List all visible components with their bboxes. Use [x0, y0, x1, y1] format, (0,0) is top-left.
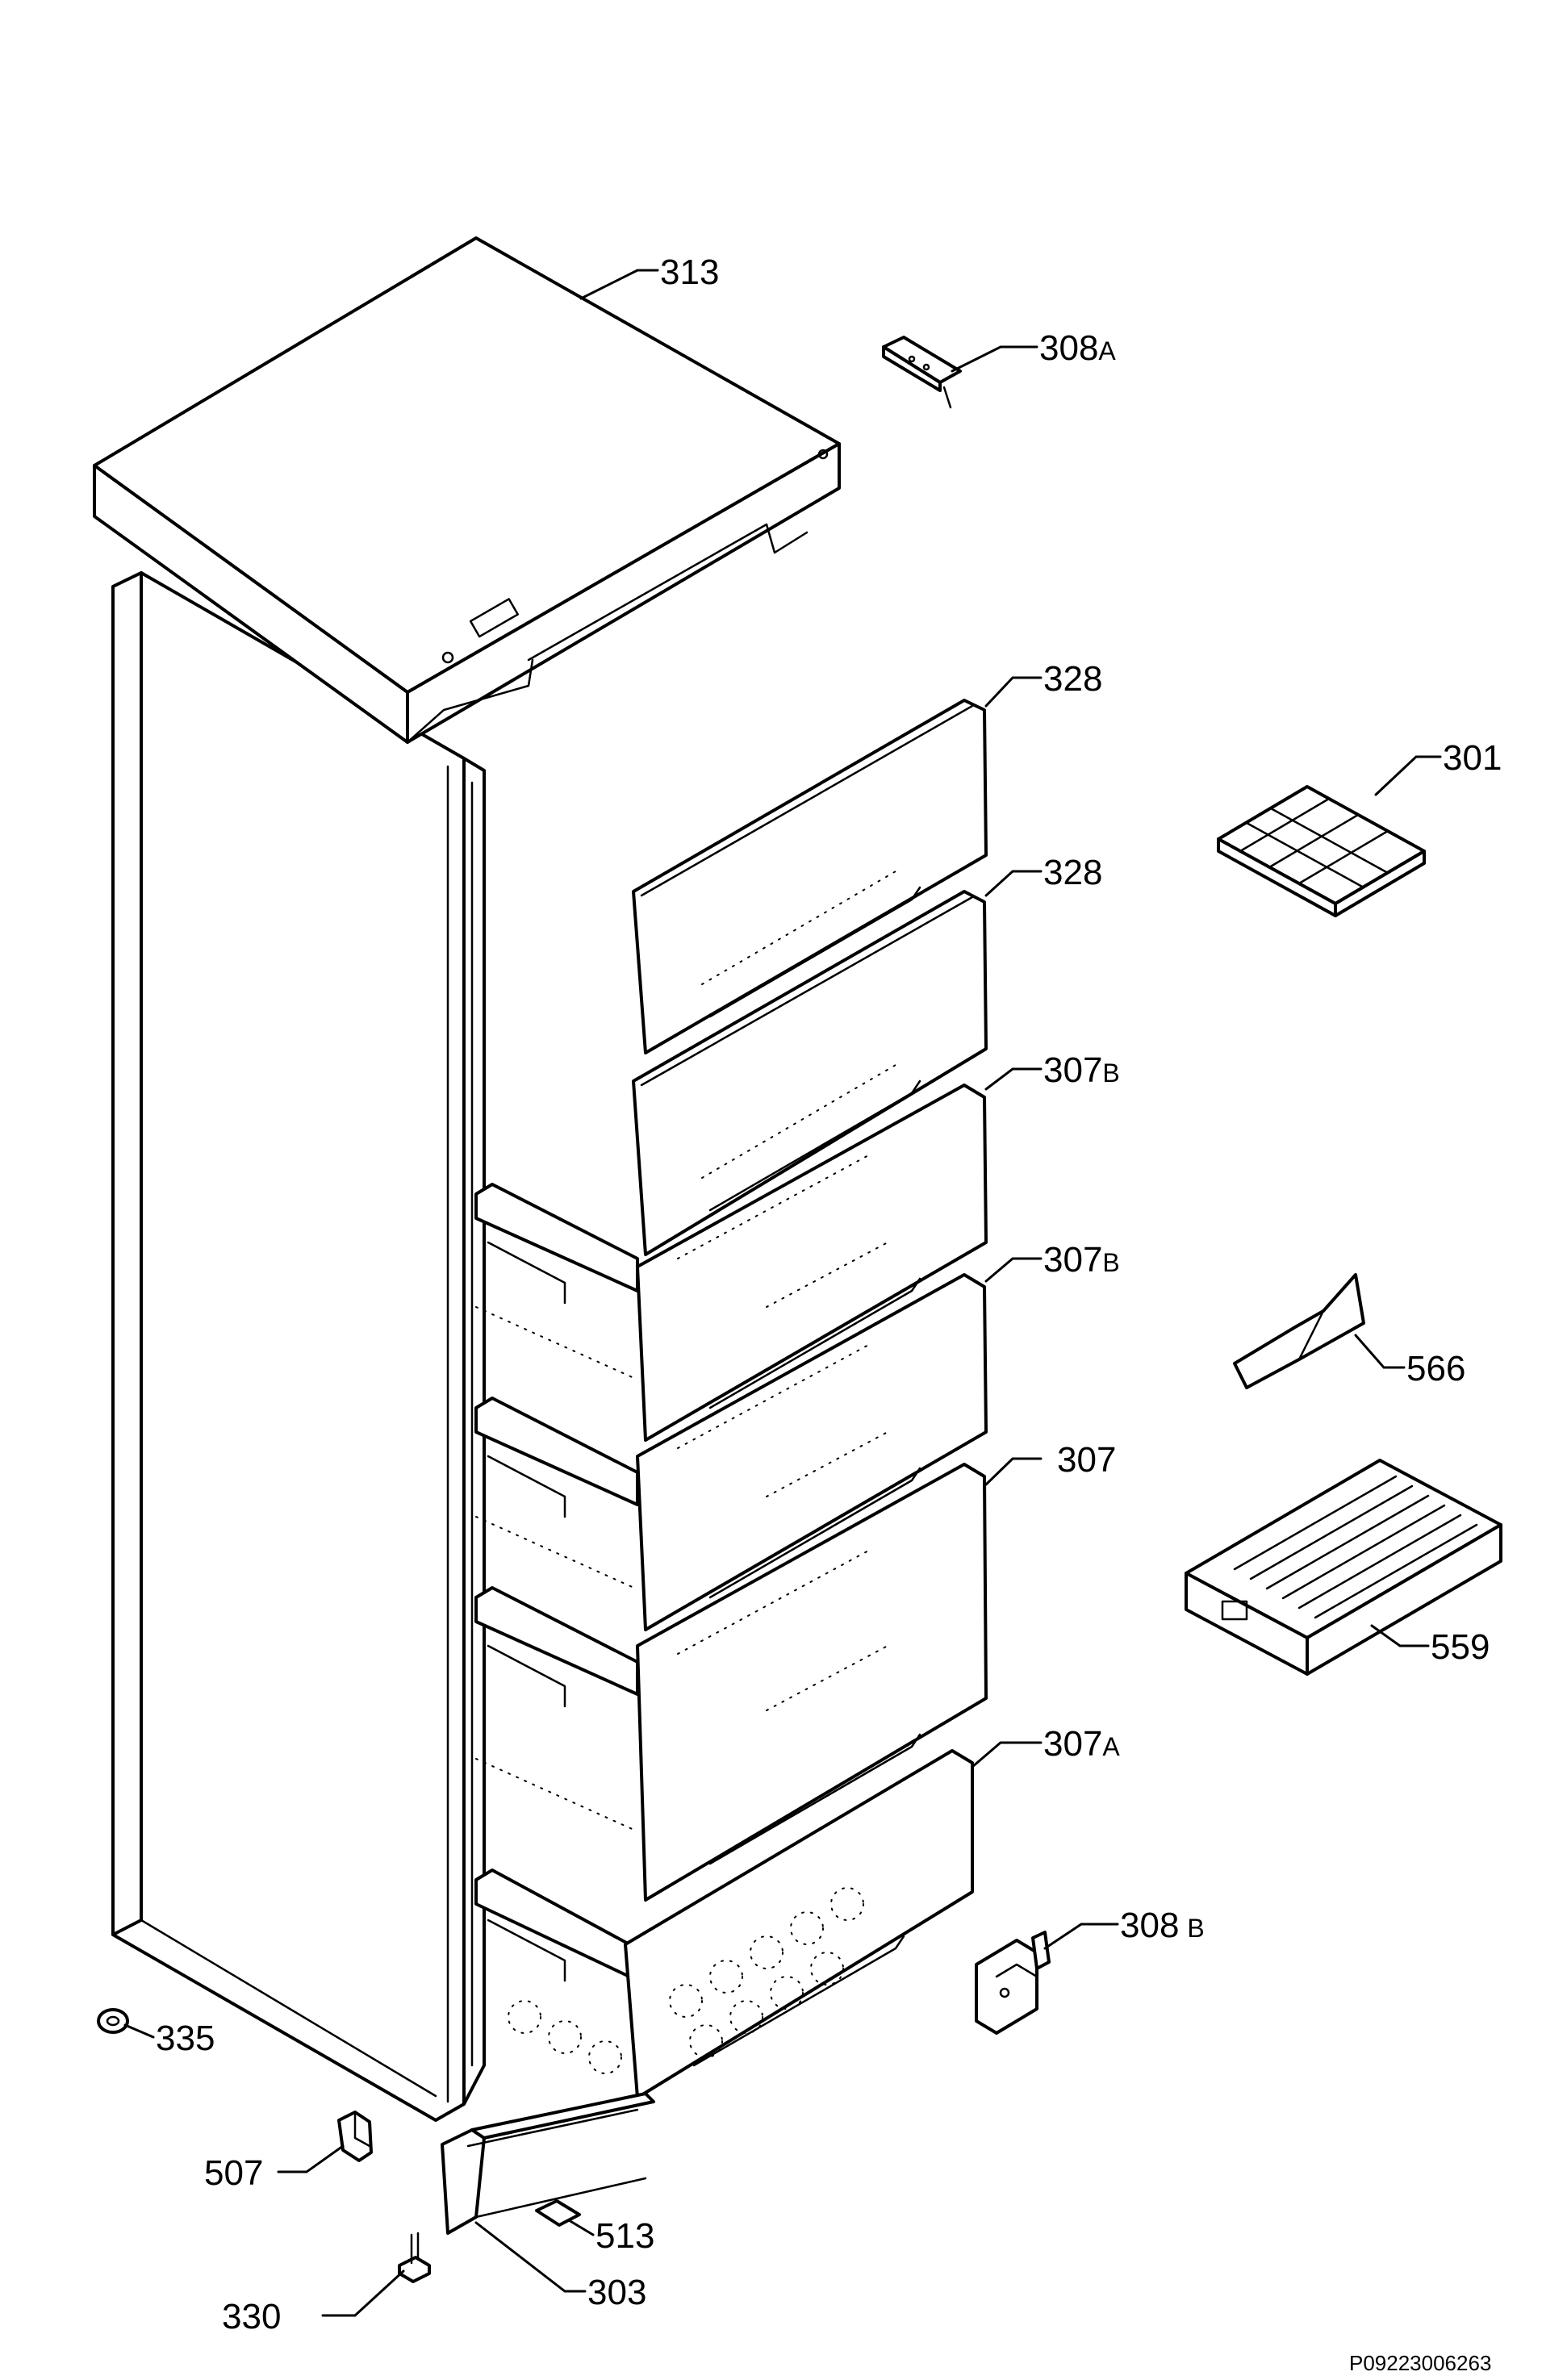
part-307-drawer-large	[474, 1463, 988, 1902]
label-328-upper: 328	[1043, 659, 1102, 699]
label-307b-2: 307B	[1043, 1240, 1120, 1280]
part-330-adjustable-foot	[398, 2232, 431, 2283]
cabinet-body	[111, 571, 486, 2122]
label-328-lower: 328	[1043, 853, 1102, 892]
label-559: 559	[1431, 1627, 1490, 1667]
part-308b-hinge	[975, 1931, 1051, 2035]
label-330: 330	[222, 2297, 281, 2336]
label-307b-1: 307B	[1043, 1050, 1120, 1090]
label-313: 313	[660, 253, 719, 292]
label-335: 335	[156, 2019, 215, 2058]
label-308a: 308A	[1039, 328, 1116, 368]
part-328-flap-upper	[632, 699, 988, 1054]
part-307b-drawer-1	[474, 1084, 988, 1442]
part-335-foot	[97, 2008, 129, 2034]
label-566: 566	[1406, 1349, 1465, 1388]
part-labels: 313 308A 328 328 301 307B 307B 566 307 5…	[156, 253, 1502, 2336]
part-328-flap-lower	[632, 890, 988, 1256]
part-301-ice-tray	[1217, 785, 1426, 917]
part-307b-drawer-2	[474, 1273, 988, 1631]
label-307: 307	[1057, 1440, 1116, 1480]
label-303: 303	[587, 2273, 646, 2312]
label-507: 507	[204, 2153, 263, 2193]
part-313-top-cover	[93, 236, 841, 744]
part-507-clip	[337, 2111, 373, 2162]
label-301: 301	[1443, 738, 1502, 778]
part-513-cover	[535, 2199, 581, 2227]
leader-lines	[123, 269, 1442, 2317]
part-307a-drawer-bottom	[474, 1749, 974, 2099]
part-303-kick-plate	[441, 2092, 655, 2235]
label-513: 513	[595, 2216, 654, 2256]
drawing-code: P09223006263	[1349, 2351, 1491, 2375]
part-566-scraper	[1233, 1273, 1365, 1389]
label-307a: 307A	[1043, 1724, 1120, 1764]
part-308a-bracket	[882, 336, 962, 409]
part-559-cold-accumulator	[1185, 1459, 1502, 1676]
